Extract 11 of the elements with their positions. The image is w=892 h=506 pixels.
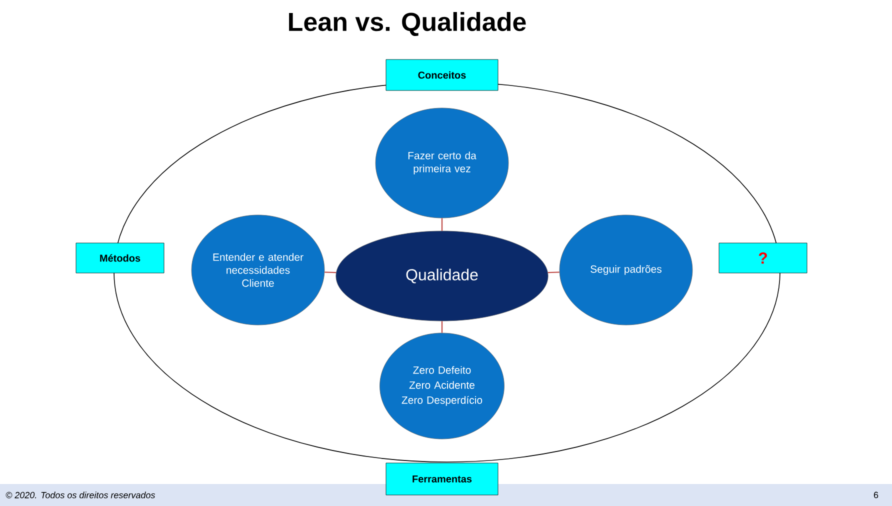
label-box: Ferramentas [386,462,498,496]
connector-line [548,272,560,274]
connector-line [324,272,336,274]
label-box: ? [718,242,808,274]
label-box: Conceitos [386,59,498,91]
label-box: Métodos [76,242,164,274]
page-number: 6 [874,492,878,498]
footer-text: © 2020. Todos os direitos reservados [6,492,156,498]
connector-line [441,321,443,333]
title: Lean vs. Qualidade [289,12,526,36]
connector-line [441,218,443,231]
